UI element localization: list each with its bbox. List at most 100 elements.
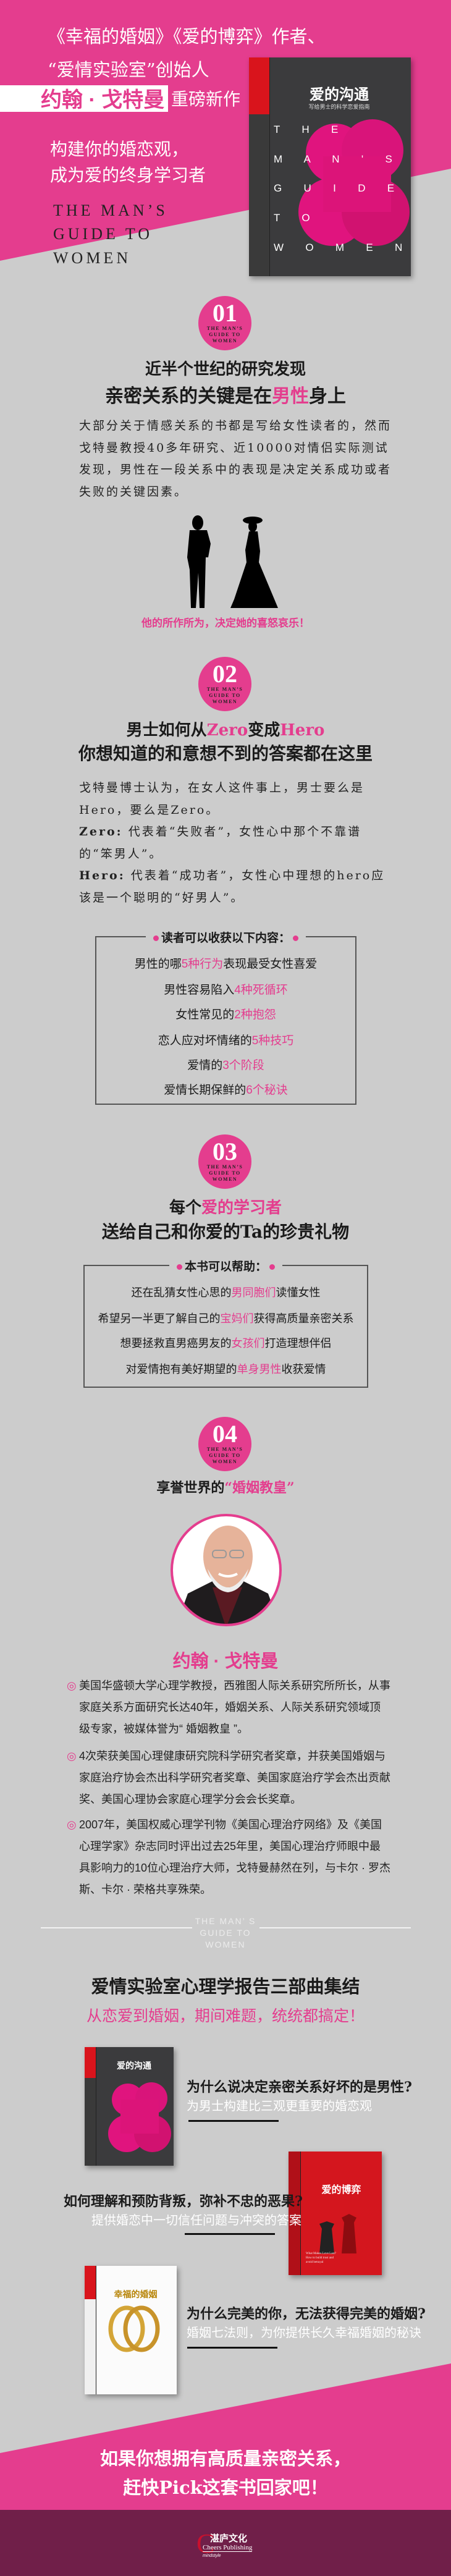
help-box: 本书可以帮助： 还在乱猜女性心思的男同胞们读懂女性 希望另一半更了解自己的宝妈们… [83, 1261, 368, 1388]
cover-letters: W O M E N [274, 242, 411, 253]
hero-line-1: 《幸福的婚姻》《爱的博弈》作者、 [48, 26, 326, 47]
book-cover-love-game: 爱的博弈 What Makes Love Last?How to build t… [289, 2152, 382, 2275]
english-title-1: THE MAN’S [53, 201, 168, 219]
trilogy-subtitle: 从恋爱到婚姻，期间难题，统统都搞定！ [86, 2008, 365, 2025]
author-name-heading: 约翰 · 戈特曼 [172, 1652, 279, 1671]
trilogy-underline [185, 2233, 275, 2235]
bio-item: ◎2007年，美国权威心理学刊物《美国心理治疗网络》及《美国心理学家》杂志同时评… [67, 1814, 390, 1901]
bullet-icon: ◎ [67, 1679, 77, 1692]
section-badge-04: 04 THE MAN’S GUIDE TO WOMEN [198, 1417, 251, 1471]
badge-text: WOMEN [212, 338, 238, 344]
cta-pink-background [0, 2363, 451, 2510]
author-portrait [171, 1514, 282, 1626]
hero-line-2: “爱情实验室”创始人 [48, 59, 209, 80]
badge-number: 02 [213, 660, 237, 688]
badge-number: 01 [213, 299, 237, 327]
bio-item: ◎4次荣获美国心理健康研究院科学研究者奖章，并获美国婚姻与家庭治疗协会杰出科学研… [67, 1746, 390, 1810]
badge-text: WOMEN [212, 699, 238, 704]
divider-line-right [259, 1927, 411, 1928]
publisher-logo: C 湛庐文化 Cheers Publishing mindstyle [196, 2528, 253, 2559]
section-badge-01: 01 THE MAN’S GUIDE TO WOMEN [198, 296, 251, 350]
book-title: 幸福的婚姻 [114, 2290, 158, 2300]
author-name: 约翰 · 戈特曼 [41, 88, 165, 112]
section3-heading-2: 送给自己和你爱的Ta的珍贵礼物 [101, 1222, 350, 1242]
cover-letters: G U I D E [274, 182, 404, 194]
trilogy-answer-3: 婚姻七法则，为你提供长久幸福婚姻的秘诀 [187, 2326, 421, 2340]
help-item: 还在乱猜女性心思的男同胞们读懂女性 [131, 1286, 321, 1299]
dot-icon [153, 935, 159, 942]
cta-line-1: 如果你想拥有高质量亲密关系， [99, 2448, 351, 2469]
help-item: 想要拯救直男癌男友的女孩们打造理想伴侣 [120, 1337, 332, 1349]
help-item: 对爱情抱有美好期望的单身男性收获爱情 [125, 1363, 326, 1375]
badge-number: 03 [213, 1138, 237, 1165]
cta-line-2: 赶快Pick这套书回家吧！ [123, 2477, 328, 2498]
pink-blob-graphic [298, 119, 410, 246]
benefit-item: 男性的哪5种行为表现最受女性喜爱 [134, 958, 318, 971]
section2-heading-2: 你想知道的和意想不到的答案都在这里 [78, 743, 373, 764]
benefit-item: 爱情长期保鲜的6个秘诀 [164, 1084, 288, 1097]
section1-heading-2: 亲密关系的关键是在男性身上 [105, 386, 346, 407]
dot-icon [269, 1264, 275, 1270]
benefit-item: 男性容易陷入4种死循环 [164, 984, 288, 997]
section1-paragraph: 大部分关于情感关系的书都是写给女性读者的，然而戈特曼教授40多年研究、近1000… [79, 419, 392, 499]
slogan-line-1: 构建你的婚恋观， [50, 140, 189, 159]
section3-heading-1: 每个爱的学习者 [169, 1199, 282, 1217]
bullet-icon: ◎ [67, 1750, 77, 1762]
zero-definition: Zero: 代表着“失败者”，女性心中那个不靠谱的“笨男人”。 [79, 825, 362, 861]
badge-text: WOMEN [212, 1176, 238, 1182]
dot-icon [293, 935, 298, 942]
hero-definition: Hero: 代表着“成功者”，女性心中理想的hero应该是一个聪明的“好男人”。 [79, 869, 386, 905]
benefit-item: 恋人应对坏情绪的5种技巧 [158, 1034, 294, 1047]
author-name-band [0, 85, 168, 112]
help-item: 希望另一半更了解自己的宝妈们获得高质量亲密关系 [98, 1312, 354, 1325]
intro-text: 戈特曼博士认为，在女人这件事上，男士要么是Hero，要么是Zero。 [79, 781, 365, 817]
trilogy-question-3: 为什么完美的你，无法获得完美的婚姻? [187, 2306, 426, 2322]
benefit-item: 女性常见的2种抱怨 [175, 1008, 276, 1021]
badge-text: WOMEN [212, 1459, 238, 1464]
badge-text: THE MAN’S [206, 1164, 243, 1170]
badge-number: 04 [213, 1420, 237, 1448]
trilogy-underline [188, 2120, 279, 2122]
new-work-label: 重磅新作 [171, 89, 241, 109]
cover-letters: T H E [274, 124, 348, 135]
english-title-2: GUIDE TO [53, 225, 153, 243]
footer-background [0, 2510, 451, 2576]
badge-text: GUIDE TO [209, 693, 241, 698]
section2-heading-1: 男士如何从Zero变成Hero [126, 721, 325, 740]
logo-c-mark: C [196, 2528, 215, 2559]
badge-text: GUIDE TO [209, 1170, 241, 1176]
couple-silhouette [187, 515, 278, 608]
section2-paragraph: 戈特曼博士认为，在女人这件事上，男士要么是Hero，要么是Zero。 Zero:… [79, 777, 395, 909]
english-title-3: WOMEN [53, 249, 132, 267]
box-title: 本书可以帮助： [184, 1261, 267, 1273]
book-cover-mans-guide: 爱的沟通 写给男士的科学恋爱指南 T H E M A N ' S G U I D… [249, 57, 411, 276]
trilogy-title: 爱情实验室心理学报告三部曲集结 [91, 1976, 360, 1997]
book-subtitle: 写给男士的科学恋爱指南 [308, 104, 370, 111]
cover-english-text: What Makes Love Last?How to build trust … [306, 2252, 337, 2264]
badge-text: GUIDE TO [209, 332, 241, 337]
trilogy-answer-2: 提供婚恋中一切信任问题与冲突的答案 [91, 2214, 301, 2228]
benefit-item: 爱情的3个阶段 [187, 1059, 264, 1072]
section1-heading-1: 近半个世纪的研究发现 [145, 360, 306, 379]
dot-icon [176, 1264, 182, 1270]
book-cover-happy-marriage: 幸福的婚姻 [85, 2266, 177, 2394]
slogan-line-2: 成为爱的终身学习者 [50, 166, 206, 185]
bullet-icon: ◎ [67, 1818, 77, 1831]
cover-letters: M A N ' S [274, 153, 402, 165]
book-title: 爱的博弈 [321, 2184, 361, 2195]
chess-pieces-graphic [319, 2214, 356, 2253]
bio-item: ◎美国华盛顿大学心理学教授，西雅图人际关系研究所所长，从事家庭关系方面研究长达4… [67, 1675, 390, 1740]
book-cover-love-communication: 爱的沟通 [85, 2047, 174, 2166]
badge-text: GUIDE TO [209, 1453, 241, 1458]
trilogy-underline [187, 2347, 277, 2349]
benefits-box: 读者可以收获以下内容： 男性的哪5种行为表现最受女性喜爱 男性容易陷入4种死循环… [95, 932, 356, 1105]
trilogy-question-1: 为什么说决定亲密关系好坏的是男性? [187, 2079, 412, 2095]
section1-caption: 他的所作所为，决定她的喜怒哀乐！ [141, 617, 310, 629]
wedding-rings-graphic [108, 2305, 160, 2352]
box-title: 读者可以收获以下内容： [161, 932, 290, 945]
book-title: 爱的沟通 [310, 85, 369, 103]
trilogy-answer-1: 为男士构建比三观更重要的婚恋观 [187, 2100, 372, 2113]
section-badge-02: 02 THE MAN’S GUIDE TO WOMEN [198, 657, 251, 711]
section4-heading: 享誉世界的“婚姻教皇” [156, 1480, 295, 1496]
